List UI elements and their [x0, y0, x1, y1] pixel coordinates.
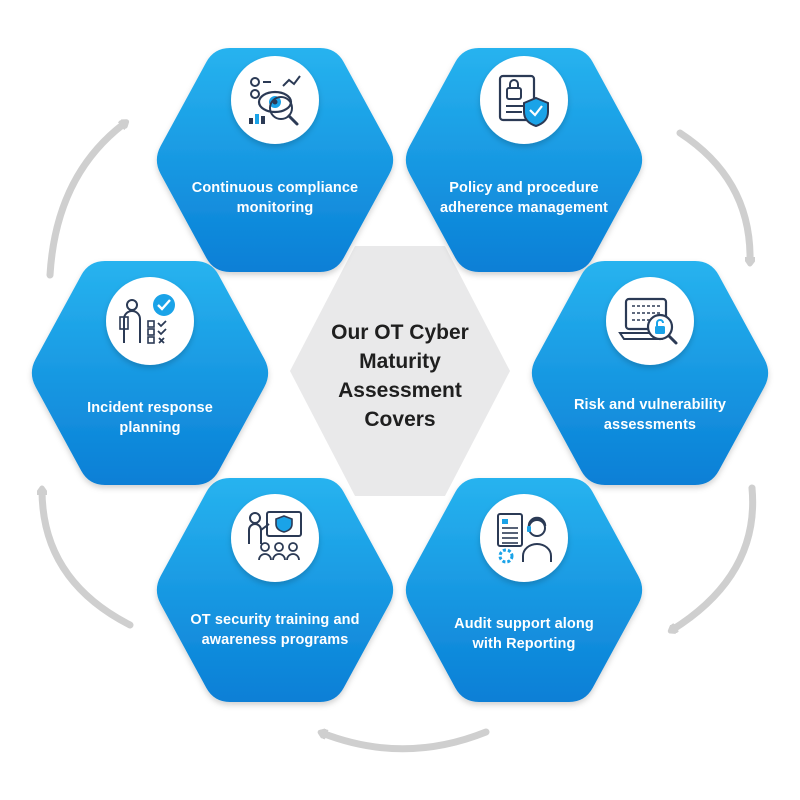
arrow-left-upper [46, 123, 125, 279]
checklist-person-icon [119, 294, 175, 344]
arrow-left-lower [42, 490, 134, 629]
arrow-bottom [322, 732, 490, 753]
cycle-arrows [42, 123, 757, 753]
hexagon-audit-support [405, 478, 643, 702]
presentation-training-icon [248, 511, 302, 561]
hexagon-shape [31, 261, 269, 485]
center-hexagon [290, 246, 510, 496]
hexagon-shape [156, 478, 394, 702]
arrow-right-lower [672, 484, 757, 630]
center-title: Our OT Cyber Maturity Assessment Covers [331, 321, 469, 431]
hexagon-policy-procedure [405, 48, 643, 272]
document-lock-shield-icon [498, 74, 549, 128]
hexagon-shape [156, 48, 394, 272]
hexagon-label-risk-vulnerability: Risk and vulnerability assessments [573, 397, 727, 433]
hexagon-label-ot-training: OT security training and awareness progr… [190, 612, 360, 648]
hexagon-shape [405, 48, 643, 272]
icon-circle [480, 494, 568, 582]
hexagon-label-continuous-compliance: Continuous compliance monitoring [191, 180, 359, 216]
hexagon-label-policy-procedure: Policy and procedure adherence managemen… [439, 180, 608, 216]
hexagon-shape [405, 478, 643, 702]
auditor-document-icon [497, 513, 552, 564]
hexagon-label-incident-response: Incident response planning [87, 400, 213, 436]
arrow-top-right [676, 129, 750, 262]
hexagon-shape [531, 261, 769, 485]
hexagon-incident-response [31, 261, 269, 485]
hexagon-risk-vulnerability [531, 261, 769, 485]
laptop-magnifier-lock-icon [618, 297, 678, 345]
icon-circle [231, 494, 319, 582]
icon-circle [480, 56, 568, 144]
eye-analytics-icon [249, 75, 301, 126]
hexagon-ot-training [156, 478, 394, 702]
hexagon-continuous-compliance [156, 48, 394, 272]
hexagon-label-audit-support: Audit support along with Reporting [454, 616, 594, 652]
